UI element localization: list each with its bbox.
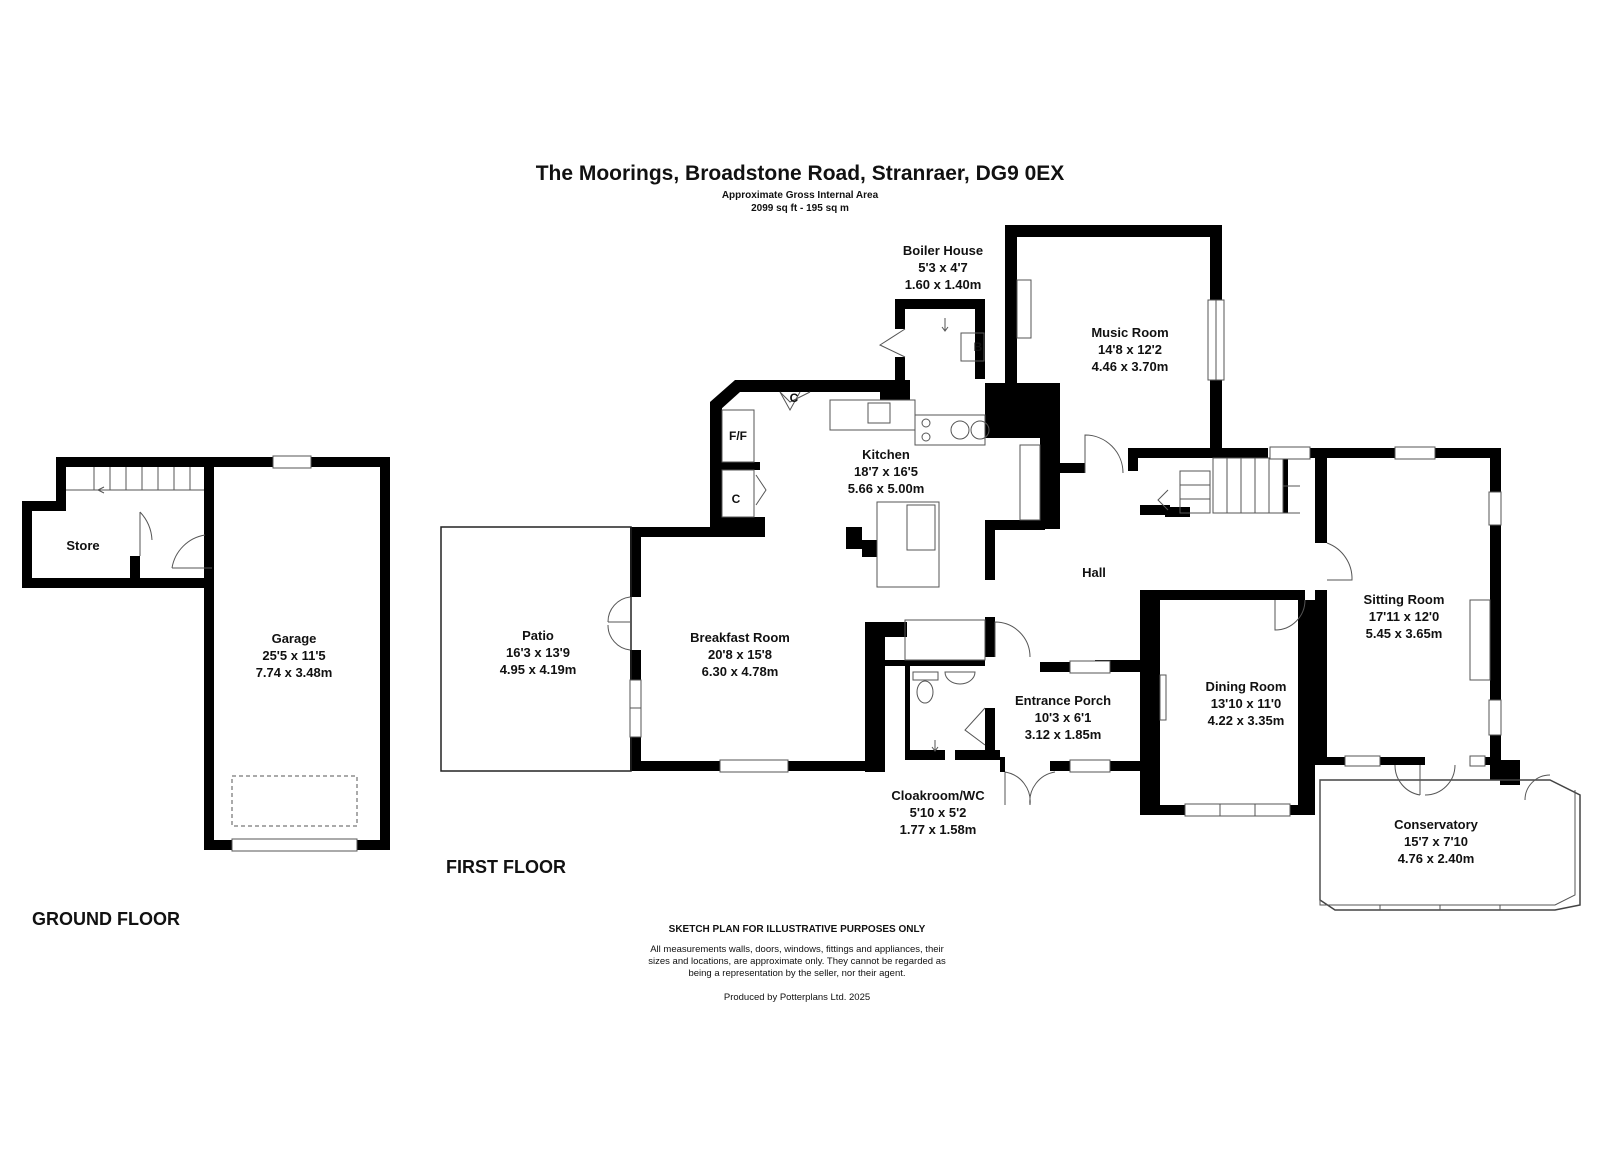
ground-floor-plan xyxy=(22,457,390,850)
fridge-freezer-marker: F/F xyxy=(729,429,747,443)
room-hall: Hall xyxy=(1082,565,1106,580)
stair-left-wall xyxy=(56,457,66,507)
disclaimer-heading: SKETCH PLAN FOR ILLUSTRATIVE PURPOSES ON… xyxy=(668,924,926,935)
disclaimer-line-1: All measurements walls, doors, windows, … xyxy=(650,944,944,955)
cupboard-marker-top: C xyxy=(789,391,799,405)
plan-area: 2099 sq ft - 195 sq m xyxy=(751,203,849,214)
stair-top-wall xyxy=(56,457,206,467)
garage-left-wall xyxy=(204,535,214,850)
disclaimer-line-2: sizes and locations, are approximate onl… xyxy=(648,956,946,967)
first-floor-details xyxy=(440,279,1581,911)
stair-right-wall xyxy=(204,457,214,535)
producer-credit: Produced by Potterplans Ltd. 2025 xyxy=(723,992,871,1003)
store-partition xyxy=(130,556,140,586)
room-store: Store xyxy=(66,538,100,553)
ground-floor-details xyxy=(66,455,358,852)
ground-floor-label: GROUND FLOOR xyxy=(32,909,180,929)
store-left-wall xyxy=(22,501,32,588)
store-bottom-wall xyxy=(22,578,214,588)
first-floor-label: FIRST FLOOR xyxy=(446,857,566,877)
cupboard-marker-left: C xyxy=(731,492,741,506)
plan-subtitle: Approximate Gross Internal Area xyxy=(721,190,879,201)
garage-right-wall xyxy=(380,457,390,850)
boiler-marker: B xyxy=(973,340,983,354)
disclaimer-line-3: being a representation by the seller, no… xyxy=(688,968,906,979)
store-top-wall xyxy=(22,501,66,511)
plan-title: The Moorings, Broadstone Road, Stranraer… xyxy=(535,162,1065,185)
